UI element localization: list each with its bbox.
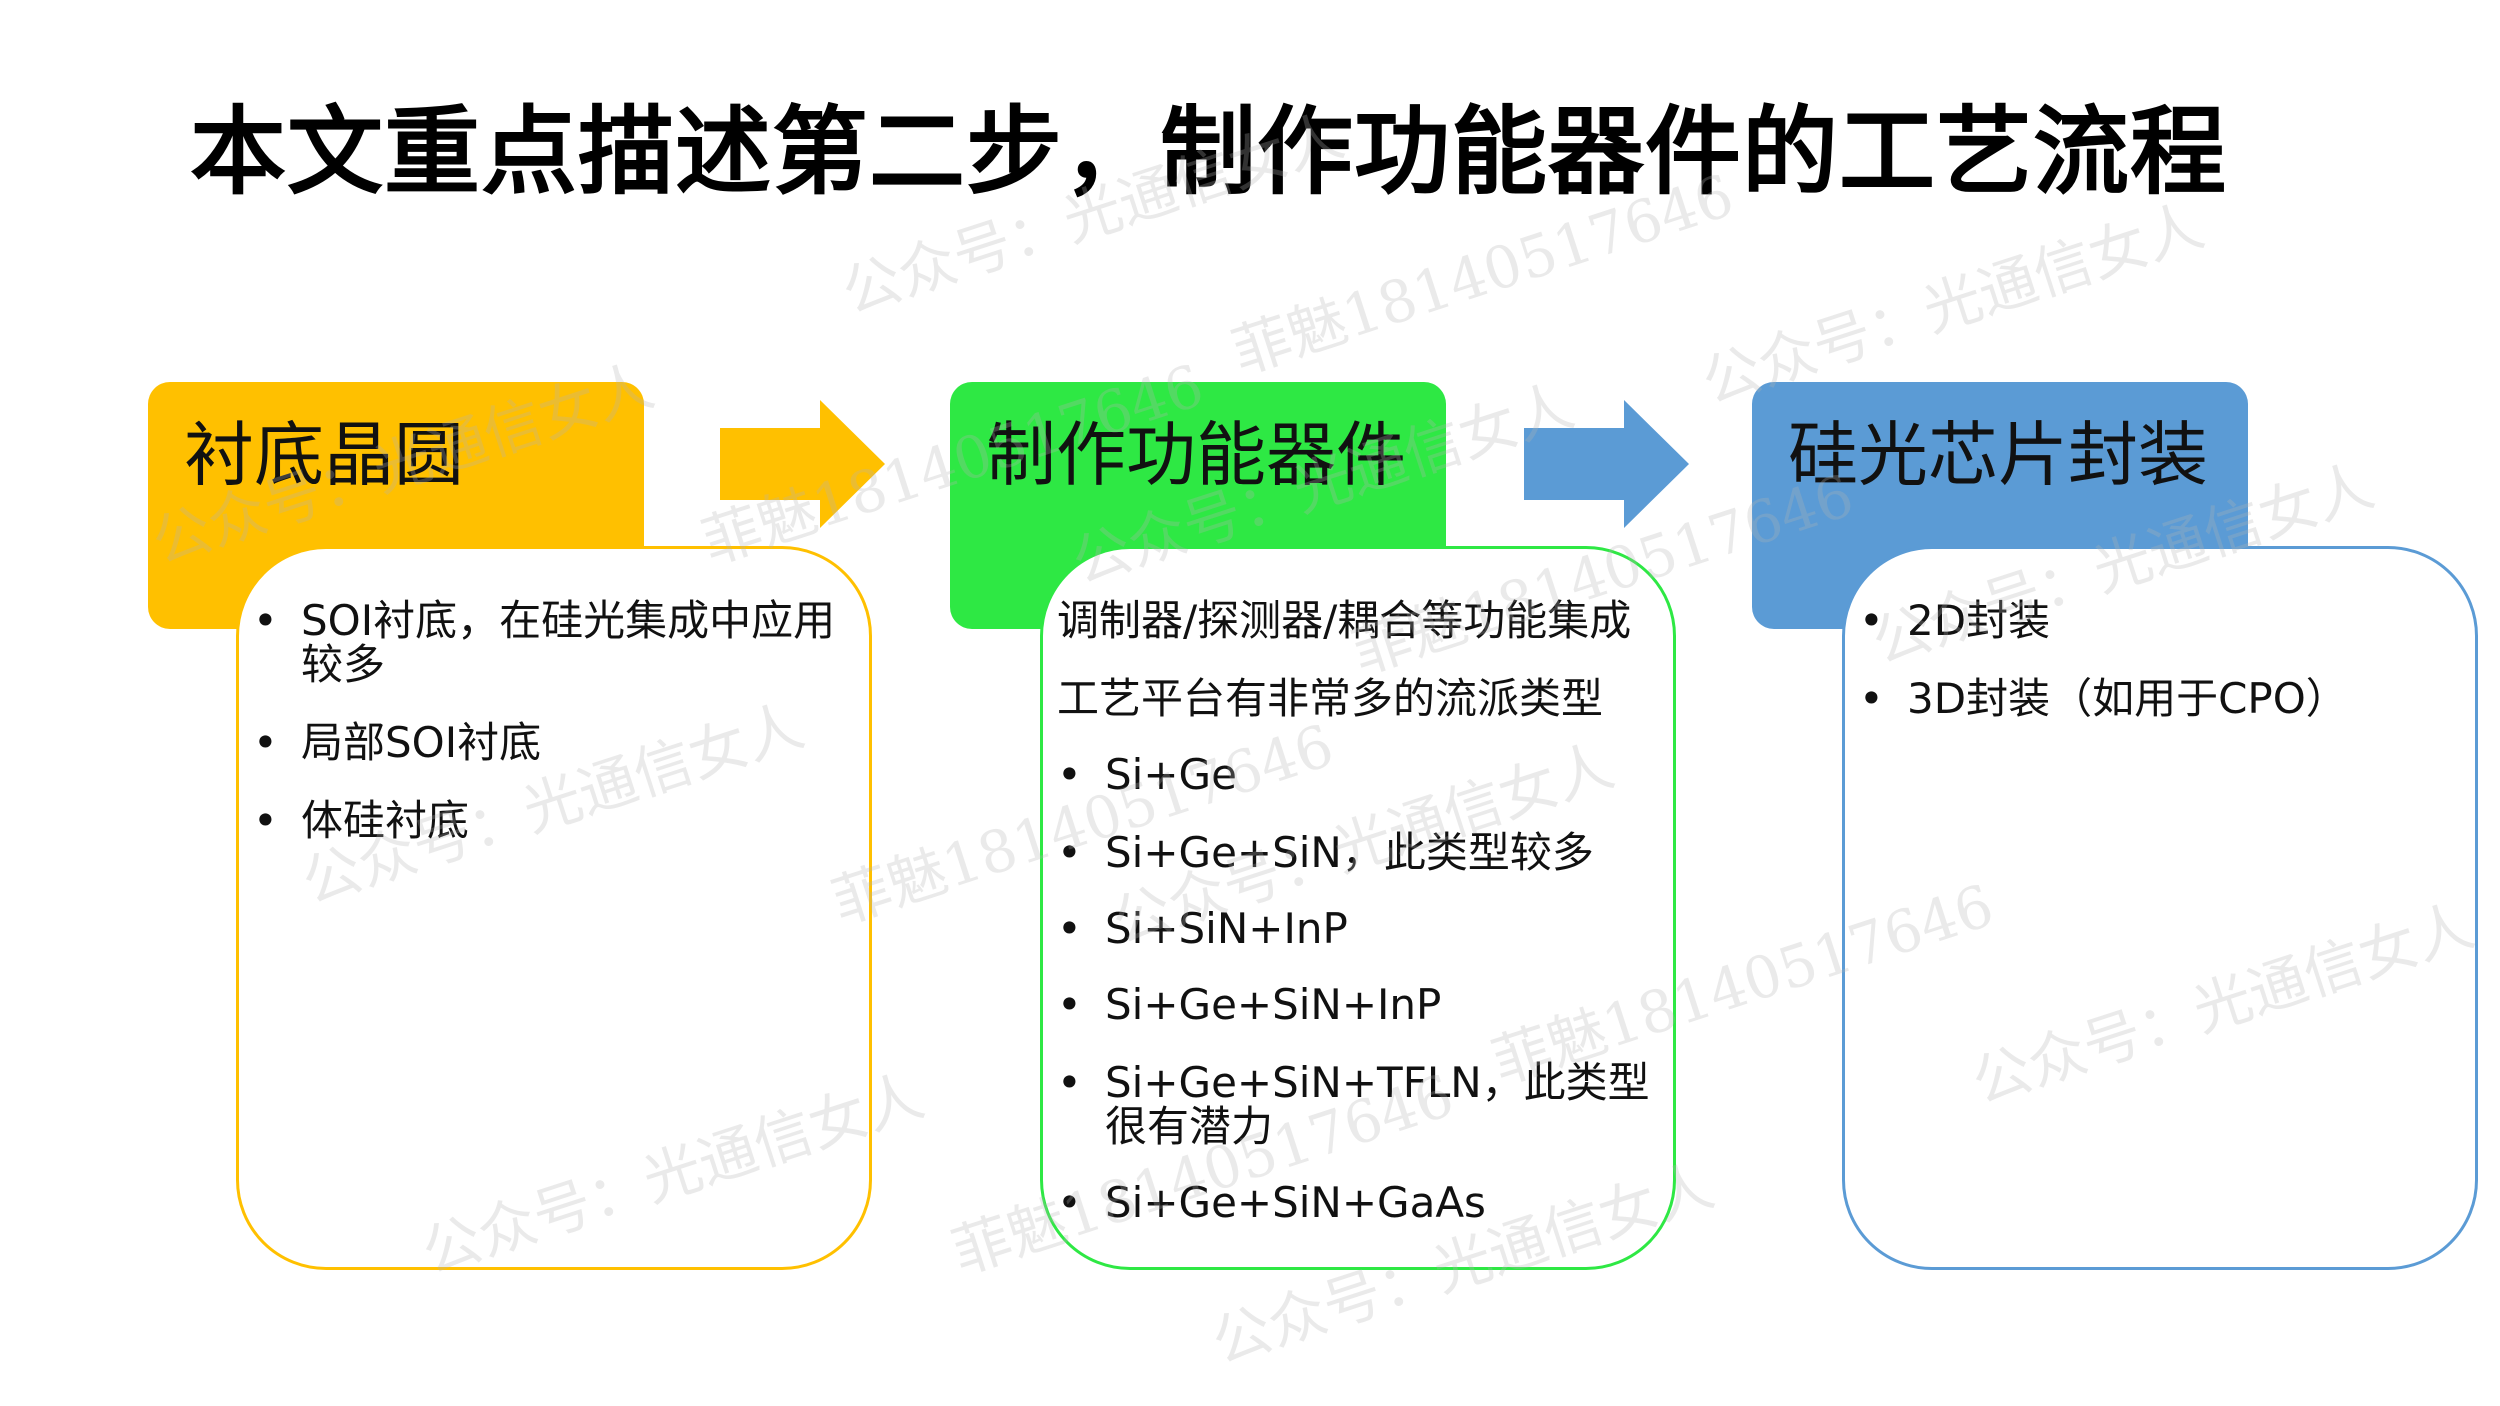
stage-header-label: 硅光芯片封装 (1788, 414, 2208, 496)
bullet-dot: • (1057, 1058, 1082, 1107)
list-item-line: 很有潜力 (1105, 1102, 1274, 1151)
bullet-dot: • (1057, 1178, 1082, 1227)
list-item-text: 2D封装 (1907, 596, 2051, 645)
list-item-text: Si+Ge+SiN，此类型较多 (1105, 828, 1594, 877)
stage-content-list: • SOI衬底，在硅光集成中应用 较多 • 局部SOI衬底 • 体硅衬底 (239, 549, 869, 1267)
list-item-line: SOI衬底，在硅光集成中应用 (301, 596, 836, 645)
list-item-text: 3D封装（如用于CPO） (1907, 674, 2348, 723)
stage-header-label: 制作功能器件 (986, 414, 1406, 496)
bullet-dot: • (1859, 596, 1884, 645)
intro-line: 调制器/探测器/耦合等功能集成 (1057, 596, 1632, 645)
list-item-text: Si+SiN+InP (1105, 904, 1348, 953)
bullet-dot: • (253, 796, 278, 845)
stage-content-chip-packaging: • 2D封装 • 3D封装（如用于CPO） (1842, 546, 2478, 1270)
bullet-dot: • (1057, 750, 1082, 799)
list-item-text: Si+Ge+SiN+InP (1105, 980, 1442, 1029)
list-item-line: 较多 (301, 640, 386, 689)
list-item-text: 局部SOI衬底 (301, 718, 542, 767)
stage-content-list: 调制器/探测器/耦合等功能集成 工艺平台有非常多的流派类型 • Si+Ge • … (1043, 549, 1673, 1267)
list-item-text: Si+Ge+SiN+GaAs (1105, 1178, 1486, 1227)
bullet-dot: • (1057, 904, 1082, 953)
bullet-dot: • (1859, 674, 1884, 723)
stage-content-list: • 2D封装 • 3D封装（如用于CPO） (1845, 549, 2475, 1267)
bullet-dot: • (1057, 980, 1082, 1029)
stage-content-substrate-wafer: • SOI衬底，在硅光集成中应用 较多 • 局部SOI衬底 • 体硅衬底 (236, 546, 872, 1270)
bullet-dot: • (253, 718, 278, 767)
list-item-line: Si+Ge+SiN+TFLN，此类型 (1105, 1058, 1650, 1107)
bullet-dot: • (253, 596, 278, 645)
list-item-text: 体硅衬底 (301, 796, 470, 845)
bullet-dot: • (1057, 828, 1082, 877)
stage-content-fabricate-devices: 调制器/探测器/耦合等功能集成 工艺平台有非常多的流派类型 • Si+Ge • … (1040, 546, 1676, 1270)
flow-arrow-2 (1524, 400, 1689, 528)
page-title: 本文重点描述第二步，制作功能器件的工艺流程 (190, 96, 2227, 208)
intro-line: 工艺平台有非常多的流派类型 (1057, 674, 1604, 723)
list-item-text: Si+Ge (1105, 750, 1237, 799)
flow-arrow-1 (720, 400, 885, 528)
stage-header-label: 衬底晶圆 (184, 414, 464, 496)
